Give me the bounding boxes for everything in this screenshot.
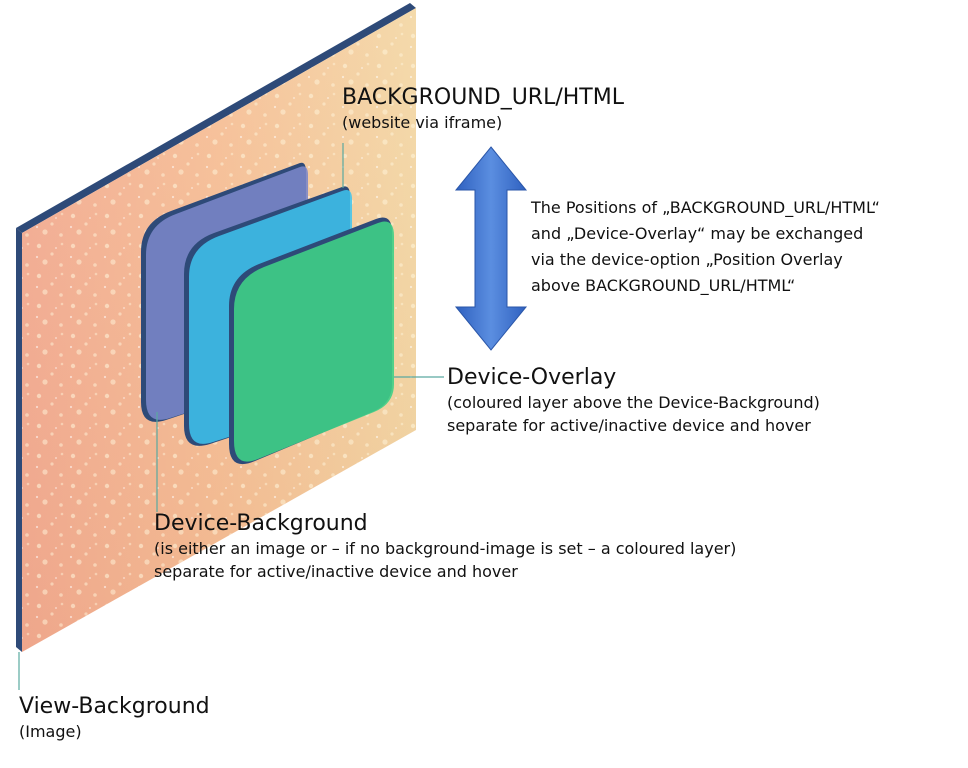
- view-background-panel-top-edge: [16, 3, 416, 233]
- background-url-label: BACKGROUND_URL/HTML (website via iframe): [342, 85, 624, 134]
- exchange-note-line: via the device-option „Position Overlay: [531, 250, 843, 269]
- device-overlay-layer-face: [234, 221, 394, 462]
- exchange-note: The Positions of „BACKGROUND_URL/HTML“ a…: [531, 195, 880, 299]
- exchange-note-line: and „Device-Overlay“ may be exchanged: [531, 224, 864, 243]
- leader-lines: [18, 143, 444, 690]
- background-url-title: BACKGROUND_URL/HTML: [342, 85, 624, 110]
- view-background-title: View-Background: [19, 694, 210, 719]
- view-background-panel-edge: [16, 228, 22, 652]
- device-background-desc-line: (is either an image or – if no backgroun…: [154, 539, 737, 558]
- view-background-subtitle: (Image): [19, 722, 82, 741]
- device-overlay-layer: [229, 217, 394, 465]
- device-background-title: Device-Background: [154, 511, 368, 536]
- exchange-note-line: above BACKGROUND_URL/HTML“: [531, 276, 796, 295]
- device-overlay-title: Device-Overlay: [447, 365, 617, 390]
- device-overlay-label: Device-Overlay (coloured layer above the…: [447, 365, 820, 437]
- exchange-note-line: The Positions of „BACKGROUND_URL/HTML“: [531, 198, 880, 217]
- double-headed-vertical-arrow-icon: [454, 146, 528, 351]
- device-background-label: Device-Background (is either an image or…: [154, 511, 736, 583]
- device-background-desc-line: separate for active/inactive device and …: [154, 562, 518, 581]
- device-overlay-desc-line: separate for active/inactive device and …: [447, 416, 811, 435]
- device-overlay-desc-line: (coloured layer above the Device-Backgro…: [447, 393, 820, 412]
- background-url-subtitle: (website via iframe): [342, 113, 503, 132]
- view-background-label: View-Background (Image): [19, 694, 210, 743]
